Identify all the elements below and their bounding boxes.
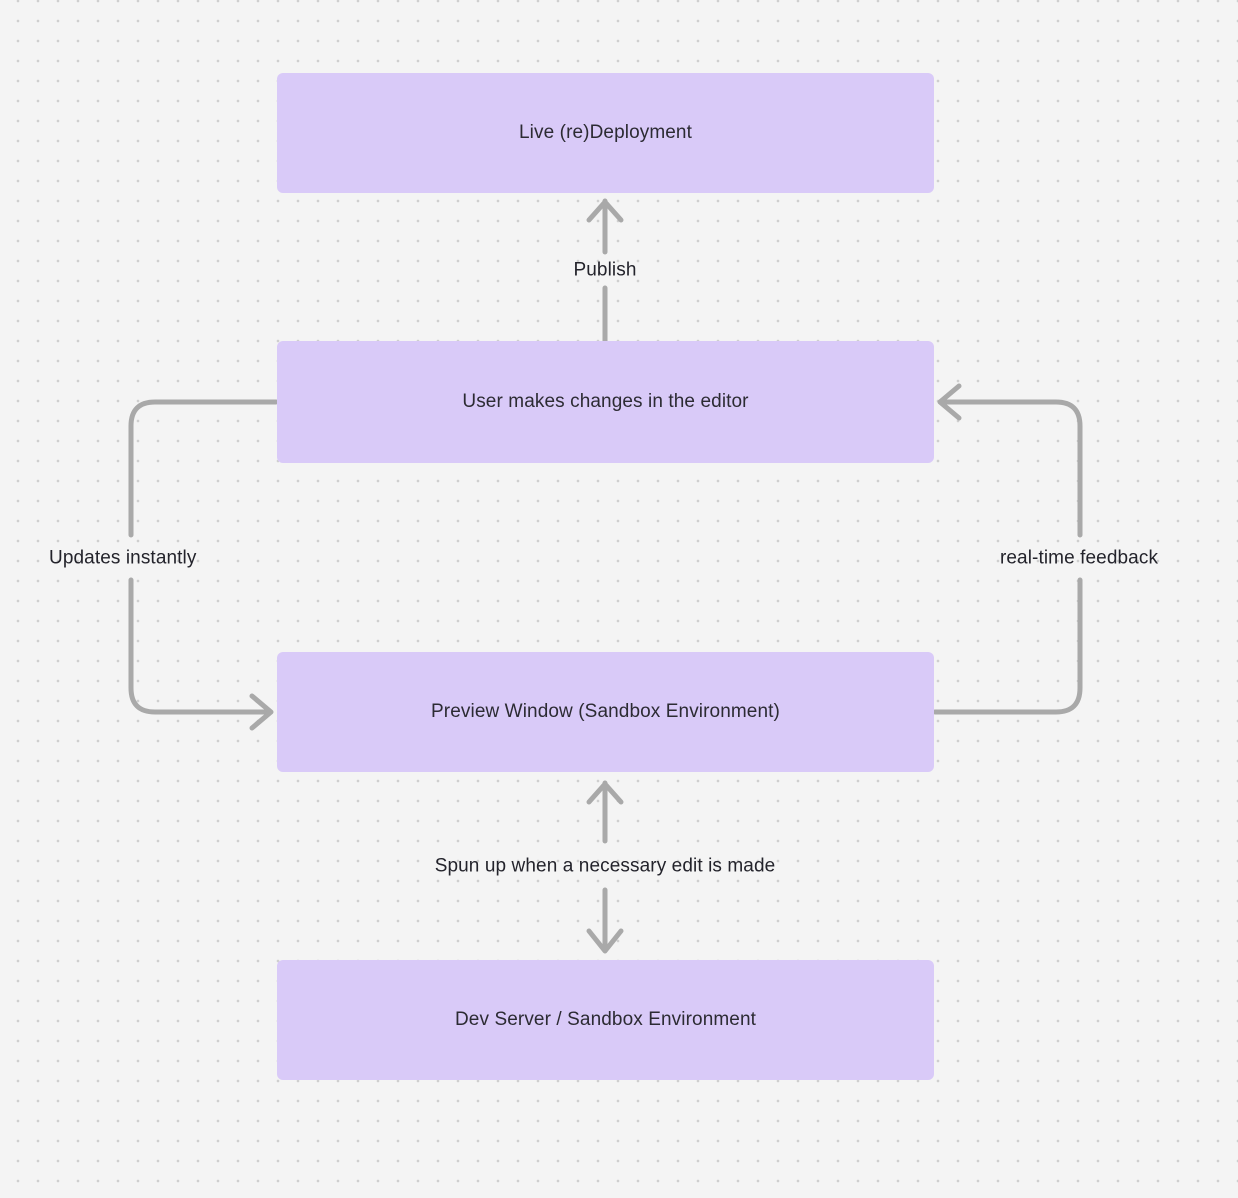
real-time-feedback-edge-arrowhead-left: [937, 383, 962, 421]
node-user-edits-label: User makes changes in the editor: [462, 390, 749, 412]
node-user-edits[interactable]: User makes changes in the editor: [277, 341, 934, 463]
node-preview-window-label: Preview Window (Sandbox Environment): [431, 700, 780, 722]
edge-label-publish: Publish: [573, 259, 637, 281]
node-dev-server-label: Dev Server / Sandbox Environment: [454, 1008, 756, 1030]
edge-label-spun-up: Spun up when a necessary edit is made: [434, 855, 776, 877]
updates-instantly-edge-lower-segment: [128, 577, 273, 715]
publish-edge-arrowhead-up: [586, 199, 624, 223]
spun-up-edge-arrowhead-up: [586, 781, 624, 805]
real-time-feedback-edge-lower-segment: [932, 577, 1083, 715]
node-dev-server[interactable]: Dev Server / Sandbox Environment: [277, 960, 934, 1080]
edge-label-updates-instantly: Updates instantly: [49, 547, 197, 569]
node-preview-window[interactable]: Preview Window (Sandbox Environment): [277, 652, 934, 772]
node-live-deployment-label: Live (re)Deployment: [519, 121, 692, 143]
updates-instantly-edge-arrowhead-right: [249, 693, 274, 731]
real-time-feedback-edge-upper-segment: [938, 399, 1083, 538]
edge-label-real-time-feedback: real-time feedback: [999, 547, 1159, 569]
spun-up-edge-arrowhead-down: [586, 928, 624, 954]
node-live-deployment[interactable]: Live (re)Deployment: [277, 73, 934, 193]
updates-instantly-edge-upper-segment: [128, 399, 279, 538]
